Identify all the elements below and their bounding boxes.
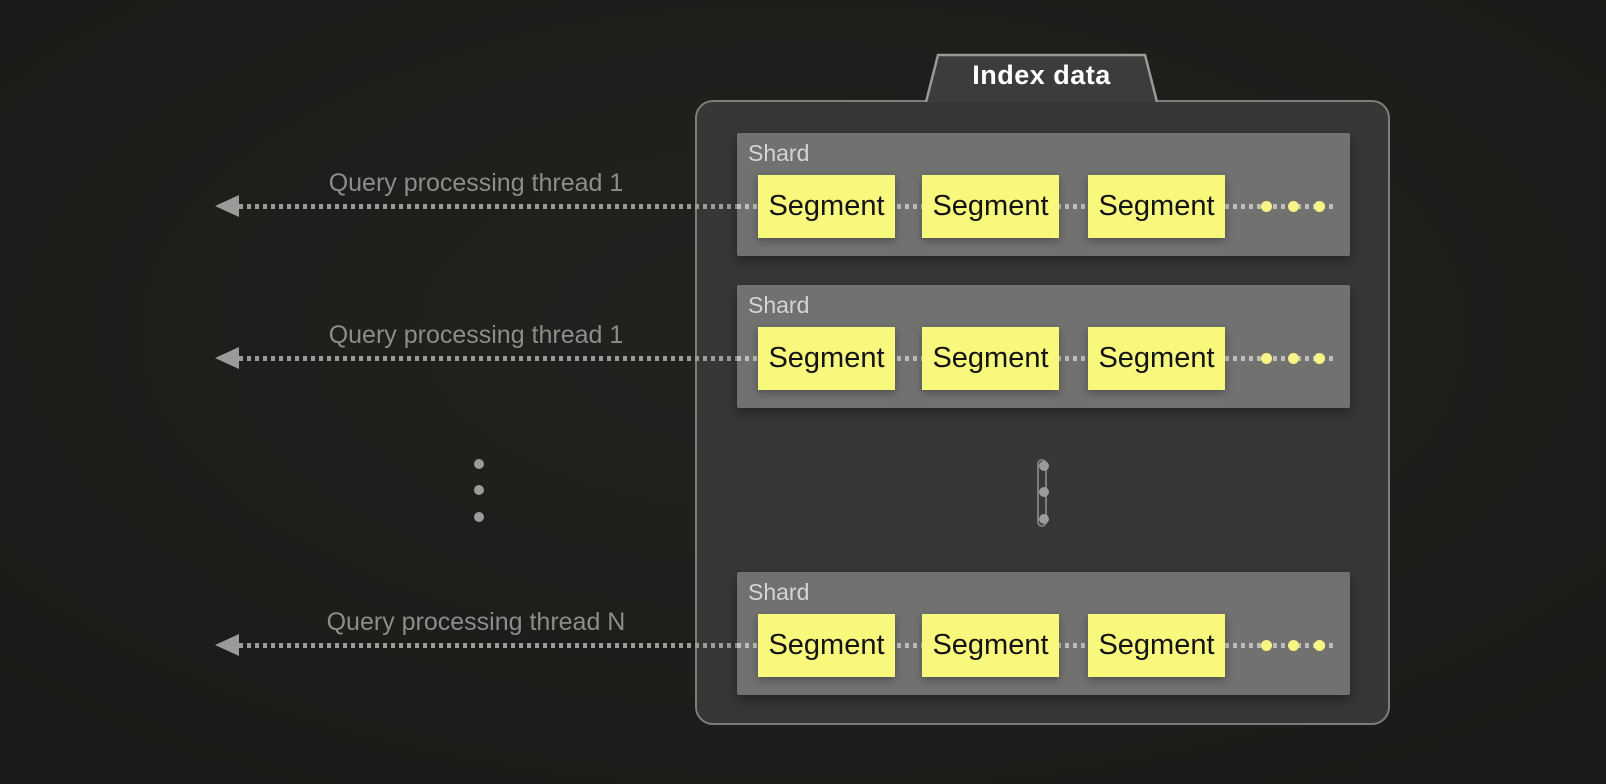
query-thread-label: Query processing thread N — [326, 608, 626, 636]
segment-box: Segment — [758, 327, 895, 390]
segments-ellipsis-icon — [1261, 201, 1331, 213]
dashed-arrow-line — [239, 356, 737, 361]
arrow-left-icon — [215, 195, 239, 217]
shard-label: Shard — [748, 579, 810, 605]
segments-ellipsis-icon — [1261, 353, 1331, 365]
arrow-left-icon — [215, 634, 239, 656]
shard-box-3: Shard Segment Segment Segment — [737, 572, 1350, 695]
shards-ellipsis-icon — [1037, 459, 1049, 527]
segment-box: Segment — [922, 327, 1059, 390]
segments-ellipsis-icon — [1261, 640, 1331, 652]
dashed-arrow-line — [239, 643, 737, 648]
shard-box-2: Shard Segment Segment Segment — [737, 285, 1350, 408]
segment-box: Segment — [1088, 614, 1225, 677]
segment-box: Segment — [1088, 327, 1225, 390]
segment-box: Segment — [758, 175, 895, 238]
query-thread-label: Query processing thread 1 — [328, 169, 624, 197]
dashed-arrow-line — [239, 204, 737, 209]
index-data-tab — [925, 53, 1158, 102]
shard-label: Shard — [748, 292, 810, 318]
segment-box: Segment — [1088, 175, 1225, 238]
threads-ellipsis-icon — [474, 459, 484, 527]
query-thread-label: Query processing thread 1 — [328, 321, 624, 349]
segment-box: Segment — [922, 614, 1059, 677]
segment-box: Segment — [758, 614, 895, 677]
shard-label: Shard — [748, 140, 810, 166]
arrow-left-icon — [215, 347, 239, 369]
index-data-title: Index data — [972, 60, 1111, 90]
shard-box-1: Shard Segment Segment Segment — [737, 133, 1350, 256]
segment-box: Segment — [922, 175, 1059, 238]
